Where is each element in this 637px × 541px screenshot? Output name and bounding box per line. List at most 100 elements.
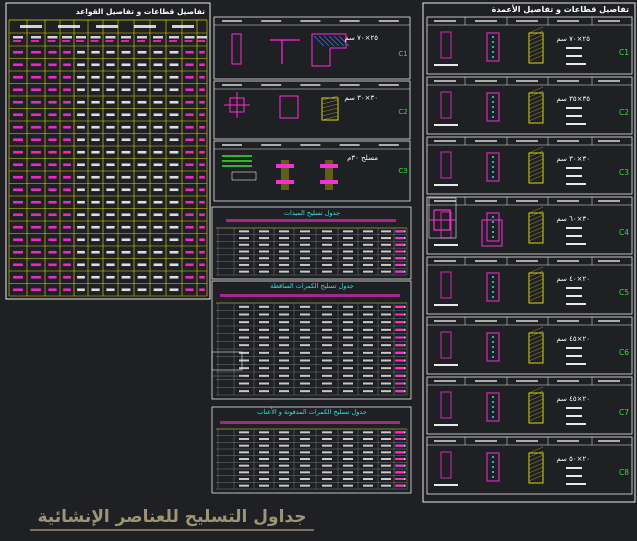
table-cell-value	[381, 250, 391, 253]
footing-cell-value	[13, 163, 23, 167]
beam-section-3-frame	[213, 140, 411, 202]
table-cell-value	[300, 382, 310, 385]
footing-cell-value	[169, 275, 179, 279]
table-cell-value	[259, 243, 269, 246]
rebar-bar	[492, 161, 494, 163]
table-cell-value	[279, 390, 289, 393]
beam-section-3	[213, 140, 411, 202]
footing-cell-value	[48, 150, 57, 154]
hatch-line	[528, 50, 544, 58]
table-cell-value	[259, 367, 269, 370]
table-cell-value	[322, 243, 332, 246]
footing-cell-value	[77, 75, 85, 79]
table-cell-value	[322, 344, 332, 347]
footing-cell-value	[169, 188, 179, 192]
table-cell-value	[239, 243, 249, 246]
table-cell-value	[322, 336, 332, 339]
footing-cell-value	[48, 250, 57, 254]
footing-cell-value	[31, 100, 41, 104]
footing-cell-value	[91, 75, 100, 79]
rebar-bar	[492, 341, 494, 343]
rebar-bar	[492, 46, 494, 48]
table-cell-value	[259, 464, 269, 467]
table-row-id	[396, 270, 404, 273]
footing-cell-value	[63, 175, 71, 179]
column-detail-text	[566, 407, 582, 409]
hatch-line	[338, 35, 350, 47]
table-cell-value	[259, 305, 269, 308]
footing-cell-value	[169, 238, 179, 242]
hatch-line	[528, 34, 544, 42]
mid-row-label-3: مسلح ٣٠م	[347, 154, 378, 162]
hatch-line	[528, 110, 544, 118]
column-row-frame	[426, 136, 633, 195]
footing-cell-value	[106, 225, 115, 229]
table-cell-value	[259, 313, 269, 316]
hatch-line	[528, 334, 544, 342]
table-cell-value	[363, 478, 373, 480]
footing-cell-value	[185, 163, 194, 167]
column-hatched-section	[528, 332, 544, 364]
column-plan-section	[440, 451, 452, 479]
table-row-id	[396, 344, 404, 347]
table-cell-value	[300, 230, 310, 233]
table-cell-value	[279, 336, 289, 339]
footing-cell-value	[77, 63, 85, 67]
table-cell-value	[363, 438, 373, 440]
rebar-bar	[492, 336, 494, 338]
footing-cell-value	[48, 163, 57, 167]
rebar-bar	[492, 411, 494, 413]
column-header-text-mark	[557, 80, 579, 82]
column-header-text-mark	[475, 380, 497, 382]
footing-cell-value	[91, 138, 100, 142]
table-row-id	[396, 351, 404, 354]
column-detail-text	[566, 123, 586, 125]
table-cell-value	[343, 243, 353, 246]
footing-cell-value	[199, 200, 205, 204]
table-cell-value	[279, 359, 289, 362]
column-header-text-mark	[475, 20, 497, 22]
table-cell-value	[259, 438, 269, 440]
footing-cell-value	[137, 138, 147, 142]
footing-cell-value	[31, 88, 41, 92]
hatch-line	[528, 150, 544, 158]
column-header-text-mark	[475, 200, 497, 202]
footing-header-mark	[31, 36, 41, 39]
footing-cell-value	[13, 275, 23, 279]
column-header-text-mark	[434, 440, 456, 442]
rebar-bar	[492, 346, 494, 348]
section-header-text	[339, 84, 360, 86]
table-cell-value	[279, 367, 289, 370]
hatch-line	[528, 290, 544, 298]
table-cell-value	[259, 328, 269, 331]
table-cell-value	[279, 313, 289, 316]
rebar-bar	[492, 236, 494, 238]
rebar-bar	[492, 461, 494, 463]
footing-cell-value	[199, 50, 205, 54]
footing-cell-value	[91, 175, 100, 179]
column-type: C1	[619, 48, 629, 57]
footing-cell-value	[169, 200, 179, 204]
column-detail-text	[566, 107, 582, 109]
footing-header-mark	[90, 40, 99, 42]
footing-cell-value	[63, 188, 71, 192]
footing-cell-value	[63, 200, 71, 204]
table-cell-value	[343, 328, 353, 331]
table-cell-value	[259, 390, 269, 393]
hatch-line	[528, 286, 544, 294]
table-cell-value	[381, 451, 391, 454]
column-header-text-mark	[516, 140, 538, 142]
footing-cell-value	[63, 238, 71, 242]
hatch-line	[528, 454, 544, 462]
table-cell-value	[363, 444, 373, 447]
footing-cell-value	[169, 250, 179, 254]
column-plan-section	[440, 391, 452, 419]
footing-cell-value	[48, 188, 57, 192]
table-row-id	[396, 237, 404, 240]
table-cell-value	[300, 374, 310, 377]
footing-cell-value	[63, 63, 71, 67]
column-type: C3	[619, 168, 629, 177]
footing-header-mark	[13, 40, 21, 42]
